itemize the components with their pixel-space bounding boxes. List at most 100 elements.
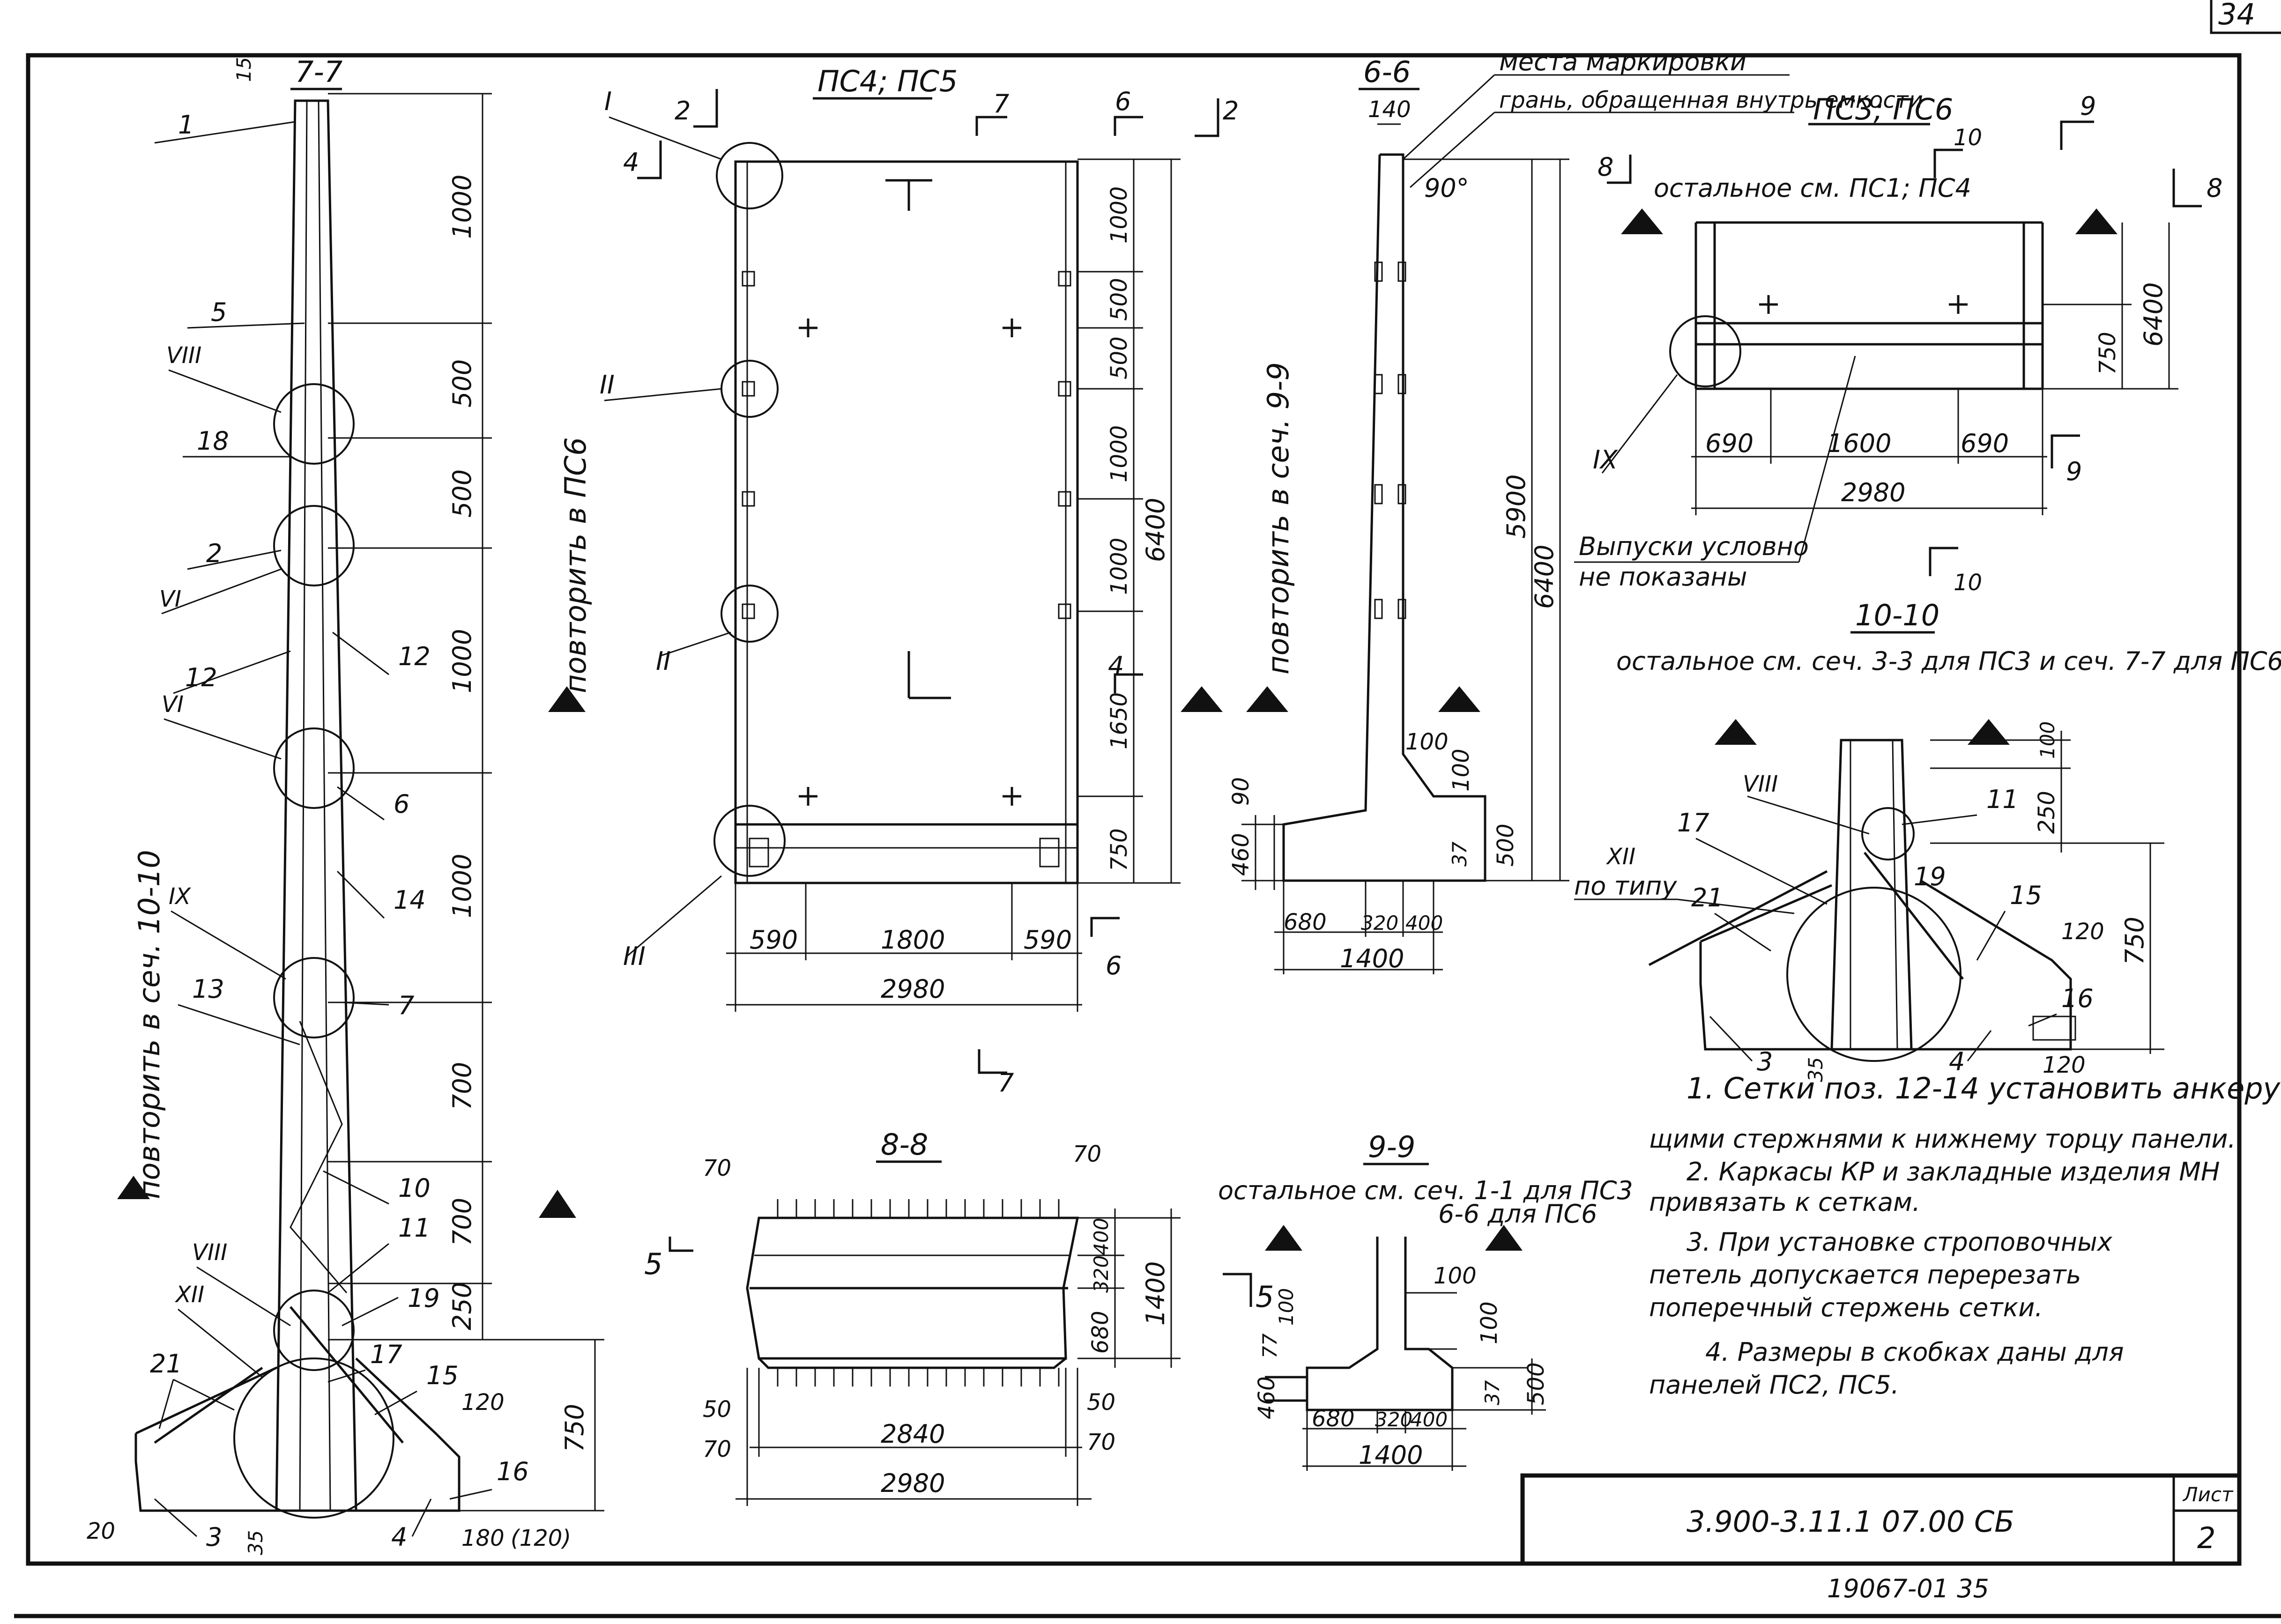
node-circle-ix-plan xyxy=(1669,315,1741,387)
plan-sec-9: 9 xyxy=(2080,91,2096,121)
s8-dim-50-a: 50 xyxy=(703,1396,731,1423)
mark-vi-a: VI xyxy=(159,586,181,612)
level-mark xyxy=(1265,1225,1302,1251)
s9-subtitle-1: остальное см. сеч. 1-1 для ПС3 xyxy=(1218,1176,1633,1205)
s10-pos-xii: XII xyxy=(1605,844,1635,870)
section-10-10-subtitle: остальное см. сеч. 3-3 для ПС3 и сеч. 7-… xyxy=(1616,646,2281,676)
dim-1000-b: 1000 xyxy=(447,629,477,693)
s10-pos-by-type: по типу xyxy=(1574,871,1677,901)
note-outlets-2: не показаны xyxy=(1579,562,1747,592)
section-9-9: 9-9 остальное см. сеч. 1-1 для ПС3 6-6 д… xyxy=(1218,1130,1633,1471)
dim-120: 120 xyxy=(461,1389,505,1416)
plan-sec-8-b: 8 xyxy=(2207,173,2222,203)
mark-i: I xyxy=(604,87,612,116)
note-line-4: привязать к сеткам. xyxy=(1649,1187,1920,1217)
s8-dim-2840: 2840 xyxy=(881,1419,945,1449)
pos-4: 4 xyxy=(391,1522,407,1552)
s10-dim-120-b: 120 xyxy=(2043,1052,2086,1078)
section-7-7-title: 7-7 xyxy=(295,55,342,89)
dim-680: 680 xyxy=(1284,909,1327,935)
mark-ii-b: II xyxy=(656,646,671,676)
dim-r-750: 750 xyxy=(1106,828,1132,871)
mark-viii-a: VIII xyxy=(166,342,201,369)
node-circle-vi-2 xyxy=(273,727,355,809)
s9-dim-500: 500 xyxy=(1523,1362,1549,1405)
s8-dim-320: 320 xyxy=(1090,1255,1113,1293)
sec-mark-6: 6 xyxy=(1115,87,1131,116)
s9-mark-5: 5 xyxy=(1256,1280,1274,1314)
sheet-number: 2 xyxy=(2197,1521,2215,1555)
note-line-9: панелей ПС2, ПС5. xyxy=(1649,1370,1899,1400)
s10-dim-750: 750 xyxy=(2120,917,2149,965)
dim-500-a: 500 xyxy=(447,359,477,408)
section-8-8: 8-8 5 xyxy=(644,1127,1181,1506)
pos-1: 1 xyxy=(178,110,194,140)
s10-dim-100: 100 xyxy=(2036,721,2059,759)
pos-14: 14 xyxy=(394,885,426,915)
note-line-2: щими стержнями к нижнему торцу панели. xyxy=(1649,1124,2236,1154)
plan-dim-6400: 6400 xyxy=(2139,282,2168,347)
s10-pos-4: 4 xyxy=(1949,1047,1965,1076)
node-circle-viii-2 xyxy=(273,1290,355,1371)
dim-r-500-a: 500 xyxy=(1106,278,1132,321)
dim-r-1000-b: 1000 xyxy=(1106,425,1132,482)
plan-sec-9-b: 9 xyxy=(2066,457,2082,486)
pos-6: 6 xyxy=(394,789,409,819)
s10-pos-15: 15 xyxy=(2010,881,2042,910)
plan-title: ПС3; ПС6 xyxy=(1813,92,1953,126)
node-circle-ii xyxy=(721,360,779,418)
node-circle-ix xyxy=(273,957,355,1038)
note-line-8: 4. Размеры в скобках даны для xyxy=(1705,1337,2124,1367)
section-6-6: 6-6 140 90° места маркировки грань, обра… xyxy=(1228,47,1923,974)
node-circle-vi xyxy=(273,505,355,586)
node-circle-i xyxy=(716,142,783,209)
s8-dim-1400: 1400 xyxy=(1141,1261,1170,1326)
dim-700-a: 700 xyxy=(447,1062,477,1110)
s9-dim-37: 37 xyxy=(1481,1380,1504,1405)
pos-16: 16 xyxy=(497,1457,529,1486)
plan-sec-10-b: 10 xyxy=(1954,570,1982,596)
section-7-7: 7-7 15 xyxy=(87,55,604,1555)
dim-100-a: 100 xyxy=(1405,729,1449,755)
dim-120-paren: (120) xyxy=(511,1525,571,1551)
level-mark xyxy=(1246,686,1288,712)
general-notes: 1. Сетки поз. 12-14 установить анкерую- … xyxy=(1649,1071,2281,1400)
dim-400: 400 xyxy=(1405,912,1443,934)
note-line-1: 1. Сетки поз. 12-14 установить анкерую- xyxy=(1687,1071,2281,1105)
section-8-8-title: 8-8 xyxy=(881,1127,928,1162)
pos-18: 18 xyxy=(197,426,229,456)
s8-dim-70-a: 70 xyxy=(703,1155,731,1181)
dim-140: 140 xyxy=(1368,96,1411,123)
note-repeat-10-10: повторить в сеч. 10-10 xyxy=(132,850,166,1199)
plan-dim-690-a: 690 xyxy=(1705,429,1753,458)
sec-mark-4: 4 xyxy=(623,148,639,177)
bottom-code: 19067-01 35 xyxy=(1827,1574,1989,1603)
dim-r-6400: 6400 xyxy=(1141,498,1170,562)
dim-180: 180 xyxy=(461,1525,505,1551)
section-10-10-title: 10-10 xyxy=(1855,598,1939,632)
dim-r-500-b: 500 xyxy=(1106,336,1132,379)
dim-750: 750 xyxy=(560,1404,589,1452)
plan-sec-8-a: 8 xyxy=(1597,152,1613,182)
pos-15: 15 xyxy=(426,1361,459,1390)
angle-90: 90° xyxy=(1424,173,1469,203)
s9-dim-100-b: 100 xyxy=(1476,1301,1502,1344)
s8-dim-70-b: 70 xyxy=(1073,1141,1101,1167)
s10-pos-17: 17 xyxy=(1677,808,1709,838)
dim-r-1000-a: 1000 xyxy=(1106,186,1132,244)
note-repeat-pc6: повторить в ПС6 xyxy=(558,437,593,693)
s9-dim-680: 680 xyxy=(1312,1406,1355,1432)
node-circle-xii xyxy=(233,1357,394,1519)
dim-100-b: 100 xyxy=(1448,749,1474,792)
level-mark xyxy=(1715,719,1757,745)
s9-subtitle-2: 6-6 для ПС6 xyxy=(1438,1199,1597,1229)
title-block: 3.900-3.11.1 07.00 СБ Лист 2 19067-01 35 xyxy=(1520,1473,2242,1603)
section-10-10: 10-10 остальное см. сеч. 3-3 для ПС3 и с… xyxy=(1574,598,2281,1082)
level-mark xyxy=(1968,719,2010,745)
dim-250: 250 xyxy=(447,1282,477,1330)
note-outlets-1: Выпуски условно xyxy=(1579,532,1809,561)
mark-viii-b: VIII xyxy=(192,1239,227,1266)
s10-pos-16: 16 xyxy=(2061,984,2094,1013)
s9-dim-100-c: 100 xyxy=(1275,1288,1298,1326)
